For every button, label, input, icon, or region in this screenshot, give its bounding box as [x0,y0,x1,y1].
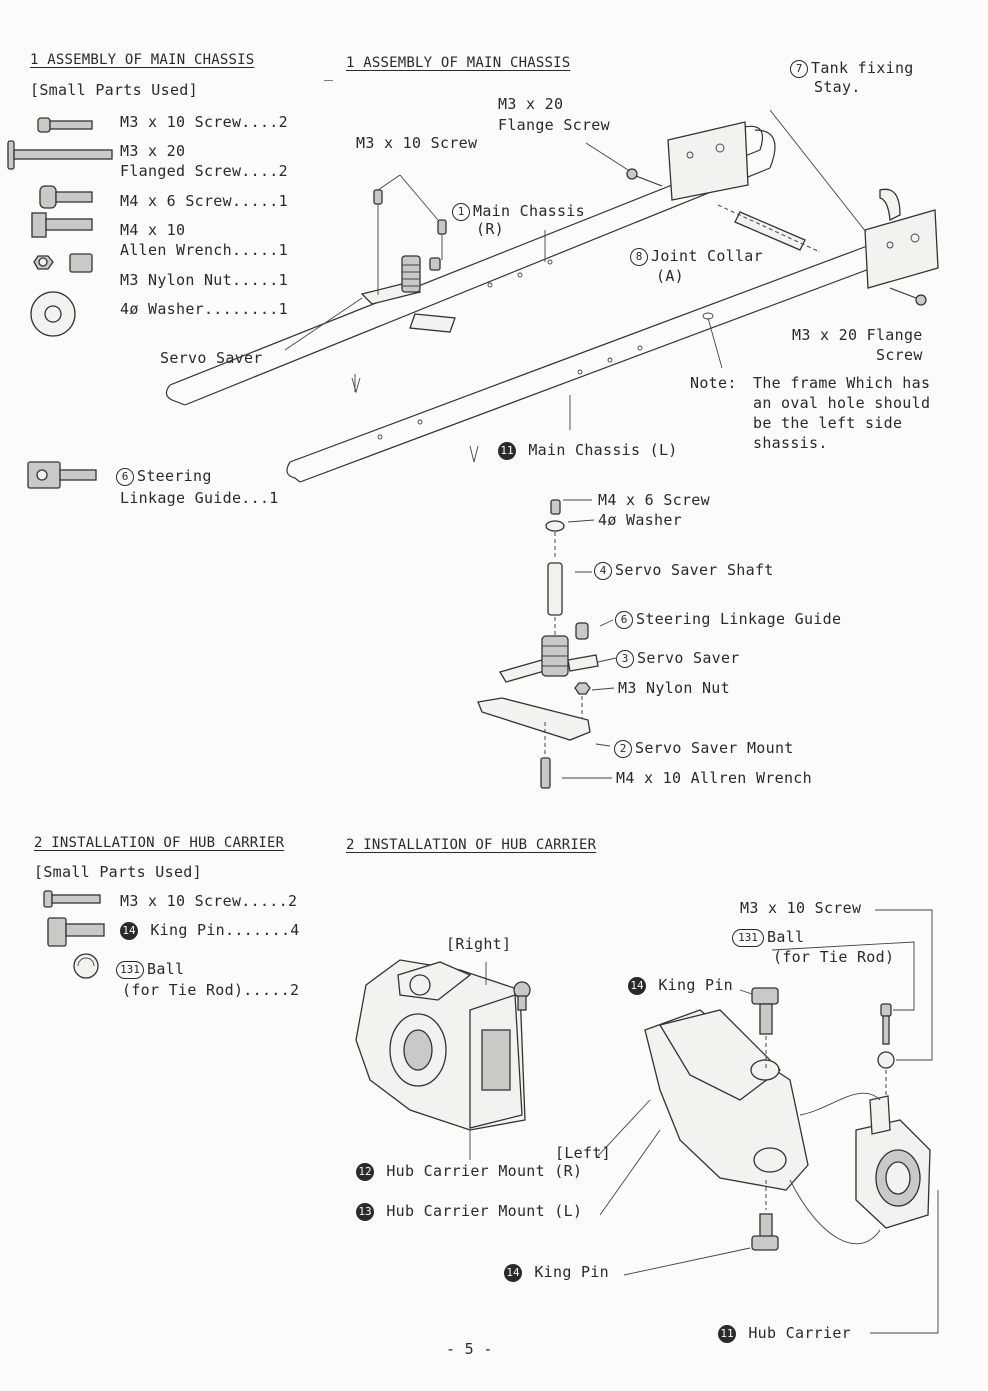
part-m4x10-line2: Allen Wrench.....1 [120,241,288,259]
label-flange-screw-top-2: Flange Screw [498,116,610,134]
section1-heading-left: 1 ASSEMBLY OF MAIN CHASSIS [30,52,255,68]
label-flange-screw-top-1: M3 x 20 [498,95,564,113]
steering-guide-line2: Linkage Guide...1 [120,489,279,507]
part2-m3x10-screw: M3 x 10 Screw.....2 [120,892,298,910]
small-parts-icons-1 [7,117,113,489]
note-line3: be the left side [753,414,903,432]
note-line1: The frame Which has [753,374,931,392]
part-washer: 4ø Washer........1 [120,300,288,318]
main-chassis-drawing [165,109,939,483]
label-main-chassis-r-2: (R) [476,220,504,238]
nylon-nut-icon [33,253,93,273]
label-right: [Right] [446,935,512,953]
section2-heading-right: 2 INSTALLATION OF HUB CARRIER [346,837,597,853]
note-line4: shassis. [753,434,828,452]
part-m4x6-screw: M4 x 6 Screw.....1 [120,192,288,210]
king-pin-icon [47,917,105,947]
m3x10-screw-icon [37,117,93,133]
small-parts-icons-2 [43,890,105,979]
label-left: [Left] [555,1144,611,1162]
label-m4x10-allren: M4 x 10 Allren Wrench [616,769,812,787]
m4x10-allen-screw-icon [31,212,93,238]
label-hub-mount-r: 12 Hub Carrier Mount (R) [356,1161,582,1181]
label-hub-mount-l: 13 Hub Carrier Mount (L) [356,1201,582,1221]
label-washer: 4ø Washer [598,511,682,529]
label-tank-stay-2: Stay. [814,78,861,96]
steering-guide-icon [27,461,97,489]
part-m3x20-line1: M3 x 20 [120,142,186,160]
hub-carrier-drawing [355,909,939,1334]
washer-icon [30,291,76,337]
label-king-pin-bottom: 14 King Pin [504,1262,609,1282]
section1-heading-right: 1 ASSEMBLY OF MAIN CHASSIS [346,55,571,71]
page-number: - 5 - [446,1340,493,1358]
label-servo-saver: Servo Saver [160,349,263,367]
label-m3x10-screw: M3 x 10 Screw [356,134,478,152]
part-m3x10-screw: M3 x 10 Screw....2 [120,113,288,131]
label2-m3x10-screw: M3 x 10 Screw [740,899,862,917]
part2-king-pin: 14 King Pin.......4 [120,920,300,940]
part-number-badge: 6 [116,468,134,486]
note-label: Note: [690,374,737,392]
label-flange-screw-right-2: Screw [876,346,923,364]
label2-ball-2: (for Tie Rod) [773,948,895,966]
small-parts-title-1: [Small Parts Used] [30,81,198,99]
m4x6-screw-icon [39,185,93,209]
m3x20-flanged-screw-icon [7,140,113,170]
servo-saver-exploded [477,499,617,789]
small-parts-title-2: [Small Parts Used] [34,863,202,881]
label-main-chassis-l: 11 Main Chassis (L) [498,440,678,460]
part2-ball-line2: (for Tie Rod).....2 [122,981,300,999]
label-flange-screw-right-1: M3 x 20 Flange [792,326,923,344]
section2-heading-left: 2 INSTALLATION OF HUB CARRIER [34,835,285,851]
label-king-pin-top: 14 King Pin [628,975,733,995]
flange-screw-top [626,168,663,187]
part-m4x10-line1: M4 x 10 [120,221,186,239]
part-m3x20-line2: Flanged Screw....2 [120,162,288,180]
heading-dash: _ [324,63,334,81]
label-joint-collar-2: (A) [656,267,684,285]
label-m3-nylon-nut: M3 Nylon Nut [618,679,730,697]
label-hub-carrier: 11 Hub Carrier [718,1323,851,1343]
m3x10-screw-icon-2 [43,890,101,908]
ball-icon [73,953,99,979]
flange-screw-right [889,287,927,306]
label-m4x6-screw: M4 x 6 Screw [598,491,710,509]
note-line2: an oval hole should [753,394,931,412]
part-nylon-nut: M3 Nylon Nut.....1 [120,271,288,289]
